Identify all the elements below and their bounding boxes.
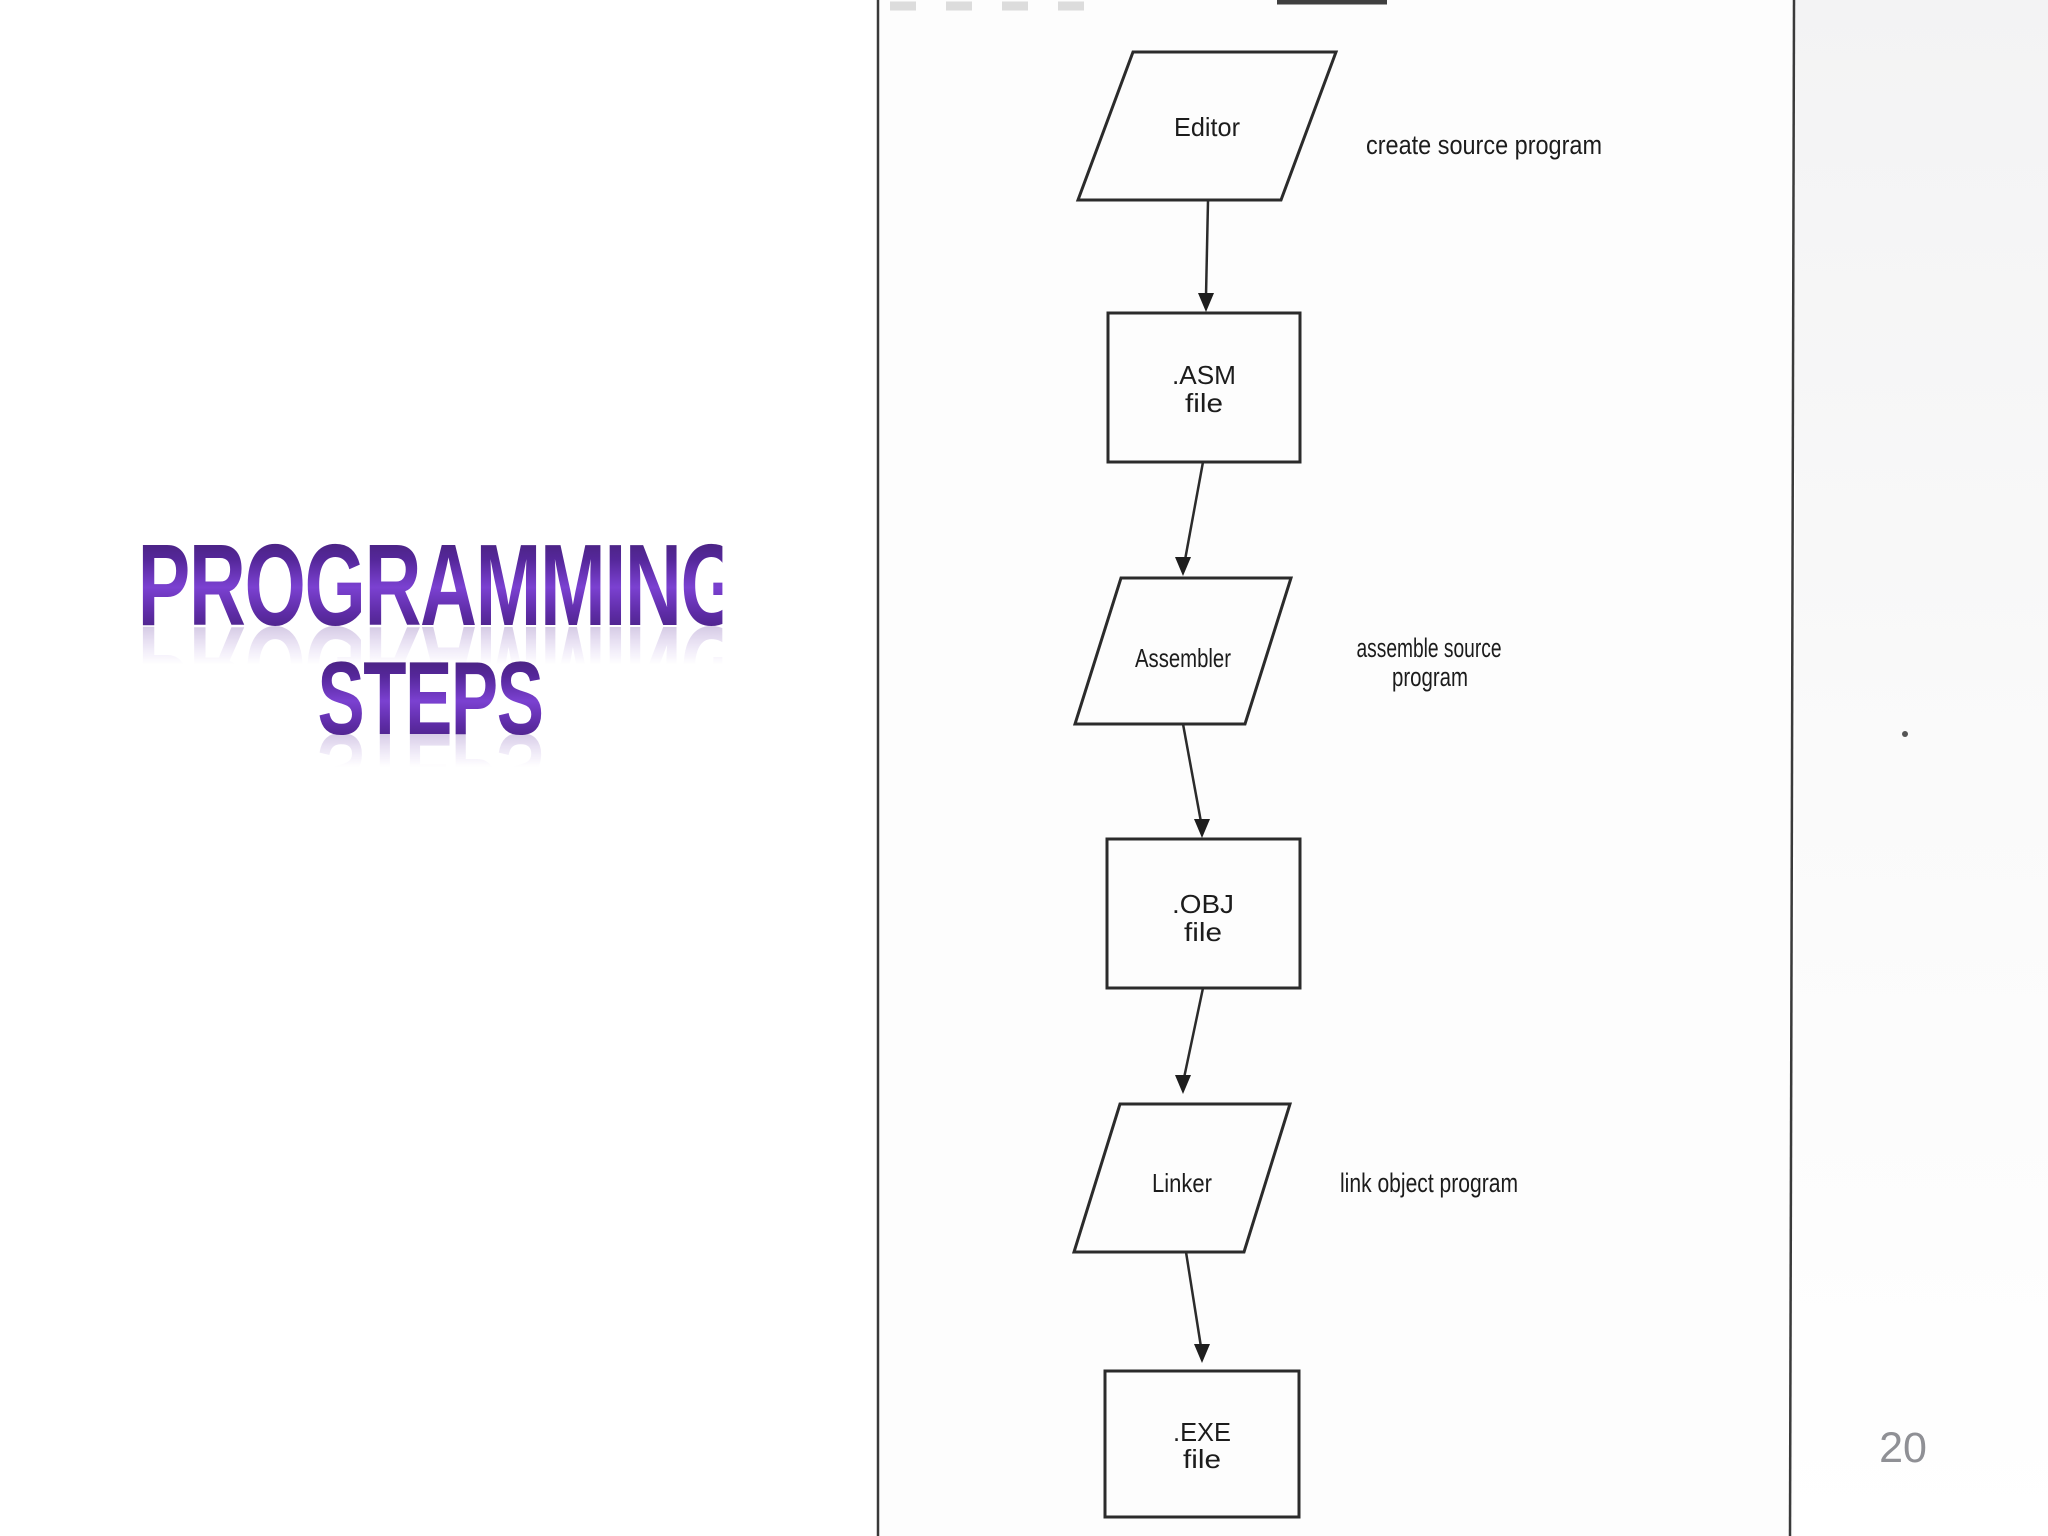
assembler-label: Assembler (1135, 643, 1231, 673)
obj-file-label-line1: .OBJ (1172, 889, 1234, 919)
scan-speck (1902, 731, 1908, 737)
arrow-asm-to-assembler (1175, 461, 1205, 576)
annotation-assemble-source-line2: program (1392, 662, 1468, 692)
exe-file-label-line1: .EXE (1173, 1417, 1231, 1447)
annotation-assemble-source-line1: assemble source (1357, 633, 1502, 663)
editor-label: Editor (1174, 112, 1240, 142)
obj-file-label-line2: file (1184, 917, 1222, 947)
arrow-assembler-to-obj (1181, 723, 1210, 838)
exe-file-label-line2: file (1183, 1444, 1221, 1474)
annotation-create-source-program: create source program (1366, 130, 1602, 160)
arrow-editor-to-asm (1198, 200, 1214, 312)
arrow-obj-to-linker (1175, 987, 1205, 1094)
obj-file-box (1105, 837, 1302, 990)
asm-file-box (1106, 311, 1302, 464)
editor-parallelogram (1075, 50, 1339, 202)
asm-file-label-line2: file (1185, 388, 1223, 418)
page-number: 20 (1879, 1424, 1927, 1472)
scan-page-background (878, 0, 1794, 1536)
scan-margin-background (1795, 0, 2048, 1536)
asm-file-label-line1: .ASM (1172, 360, 1236, 390)
exe-file-box (1103, 1369, 1301, 1519)
arrow-linker-to-exe (1184, 1251, 1210, 1363)
linker-parallelogram (1071, 1102, 1293, 1254)
scan-right-border-line (1788, 0, 1796, 1536)
linker-label: Linker (1152, 1168, 1212, 1198)
assembler-parallelogram (1072, 576, 1294, 726)
annotation-link-object-program: link object program (1340, 1168, 1518, 1198)
